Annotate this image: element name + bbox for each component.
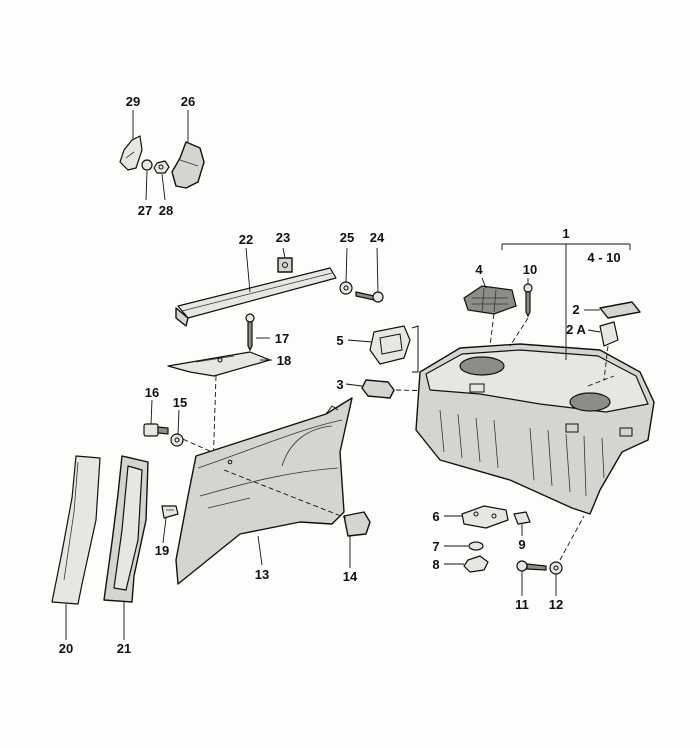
callout-15: 15 bbox=[173, 395, 187, 410]
part-22-upper-trim-rail bbox=[175, 267, 337, 327]
callout-24: 24 bbox=[370, 230, 385, 245]
callout-29: 29 bbox=[126, 94, 140, 109]
part-28-nut bbox=[153, 160, 170, 174]
callout-5: 5 bbox=[336, 333, 343, 348]
part-3-cover-cap bbox=[361, 379, 395, 399]
part-27-washer bbox=[141, 159, 153, 171]
part-19-clip bbox=[161, 505, 179, 519]
part-8-nut bbox=[463, 555, 489, 573]
part-12-washer bbox=[549, 561, 563, 575]
part-26-corner-cap bbox=[171, 141, 205, 189]
callout-19: 19 bbox=[155, 543, 169, 558]
callout-27: 27 bbox=[138, 203, 152, 218]
part-4-speaker-grille bbox=[463, 285, 517, 315]
callout-12: 12 bbox=[549, 597, 563, 612]
part-24-screw bbox=[355, 291, 384, 303]
part-14-rubber-stop bbox=[343, 511, 371, 537]
callout-13: 13 bbox=[255, 567, 269, 582]
callout-2: 2 bbox=[572, 302, 579, 317]
callout-3: 3 bbox=[336, 377, 343, 392]
part-13-side-trim-panel bbox=[175, 397, 353, 585]
part-20-pillar-trim bbox=[51, 455, 101, 605]
callout-1: 1 bbox=[562, 226, 569, 241]
callout-17: 17 bbox=[275, 331, 289, 346]
callout-4: 4 bbox=[475, 262, 483, 277]
part-2-trim-strip bbox=[599, 301, 641, 319]
callout-18: 18 bbox=[277, 353, 291, 368]
part-16-bolt bbox=[143, 423, 169, 437]
callout-10: 10 bbox=[523, 262, 537, 277]
callout-16: 16 bbox=[145, 385, 159, 400]
part-11-bolt bbox=[516, 560, 547, 572]
callout-26: 26 bbox=[181, 94, 195, 109]
part-1-rear-shelf-assembly bbox=[415, 343, 655, 515]
callout-7: 7 bbox=[432, 539, 439, 554]
callout-22: 22 bbox=[239, 232, 253, 247]
callout-4-10: 4 - 10 bbox=[587, 250, 620, 265]
speaker-opening-right bbox=[569, 392, 611, 412]
callout-28: 28 bbox=[159, 203, 173, 218]
callout-6: 6 bbox=[432, 509, 439, 524]
callout-9: 9 bbox=[518, 537, 525, 552]
part-21-pillar-trim-with-seal bbox=[103, 455, 149, 603]
callout-8: 8 bbox=[432, 557, 439, 572]
part-2a-trim-end bbox=[599, 321, 619, 347]
callout-14: 14 bbox=[343, 569, 358, 584]
part-7-washer bbox=[468, 541, 484, 551]
speaker-opening-left bbox=[459, 356, 505, 376]
callout-20: 20 bbox=[59, 641, 73, 656]
callout-23: 23 bbox=[276, 230, 290, 245]
callout-21: 21 bbox=[117, 641, 131, 656]
part-25-washer bbox=[339, 281, 353, 295]
part-17-screw bbox=[245, 313, 255, 352]
part-9-clip bbox=[513, 511, 531, 525]
part-23-clip bbox=[277, 257, 293, 273]
part-10-screw bbox=[523, 283, 533, 318]
part-18-bracket bbox=[167, 351, 271, 377]
callout-11: 11 bbox=[515, 597, 529, 612]
part-15-washer bbox=[170, 433, 184, 447]
part-6-mounting-plate bbox=[461, 505, 509, 529]
part-29-bracket bbox=[119, 135, 143, 171]
callout-2a: 2 A bbox=[566, 322, 586, 337]
part-5-handle-bezel bbox=[369, 325, 419, 373]
callout-25: 25 bbox=[340, 230, 354, 245]
